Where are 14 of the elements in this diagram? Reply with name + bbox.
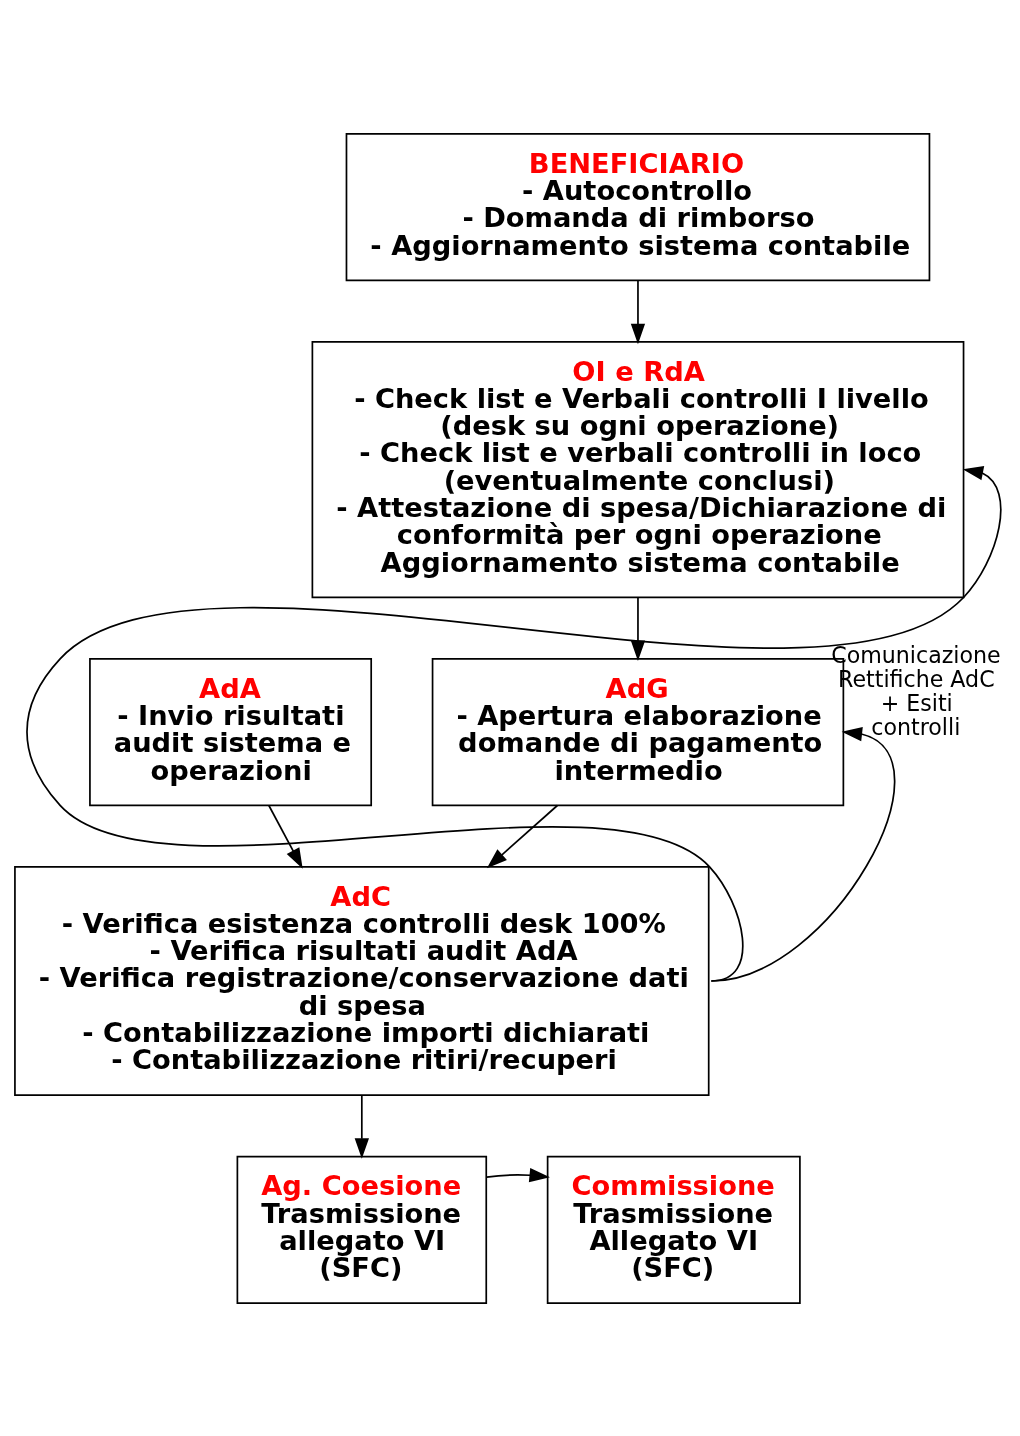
node-box: AdC - Verifica esistenza controlli desk 100% - Verifica risultati audit AdA - Verifica registrazione/conservazione dati di spesa - Contabilizzazione importi dichiarati - Contabilizzazione ritiri/recuperi: [14, 865, 710, 1096]
arrow: [354, 1094, 369, 1159]
node-box: Commissione Trasmissione Allegato VI (SFC): [546, 1155, 801, 1304]
node-box: Ag. Coesione Trasmissione allegato VI (SFC): [236, 1155, 488, 1304]
arrow: [486, 804, 559, 868]
node-box: BENEFICIARIO - Autocontrollo - Domanda di rimborso - Aggiornamento sistema contabile: [345, 132, 931, 281]
arrow: [268, 804, 303, 869]
arrow: [630, 279, 646, 344]
node-box: OI e RdA - Check list e Verbali controlli I livello (desk su ogni operazione) - Check list e verbali controlli in loco (eventualmente conclusi) - Attestazione di spesa/Dichiarazione di conformità per ogni operazione Aggiornamento sistema contabile: [311, 340, 965, 598]
node-box: AdA - Invio risultati audit sistema e operazioni: [89, 657, 373, 806]
arrow: [710, 726, 896, 982]
arrow: [26, 465, 1002, 982]
arrow: [485, 1167, 550, 1182]
arrow: [630, 596, 646, 661]
